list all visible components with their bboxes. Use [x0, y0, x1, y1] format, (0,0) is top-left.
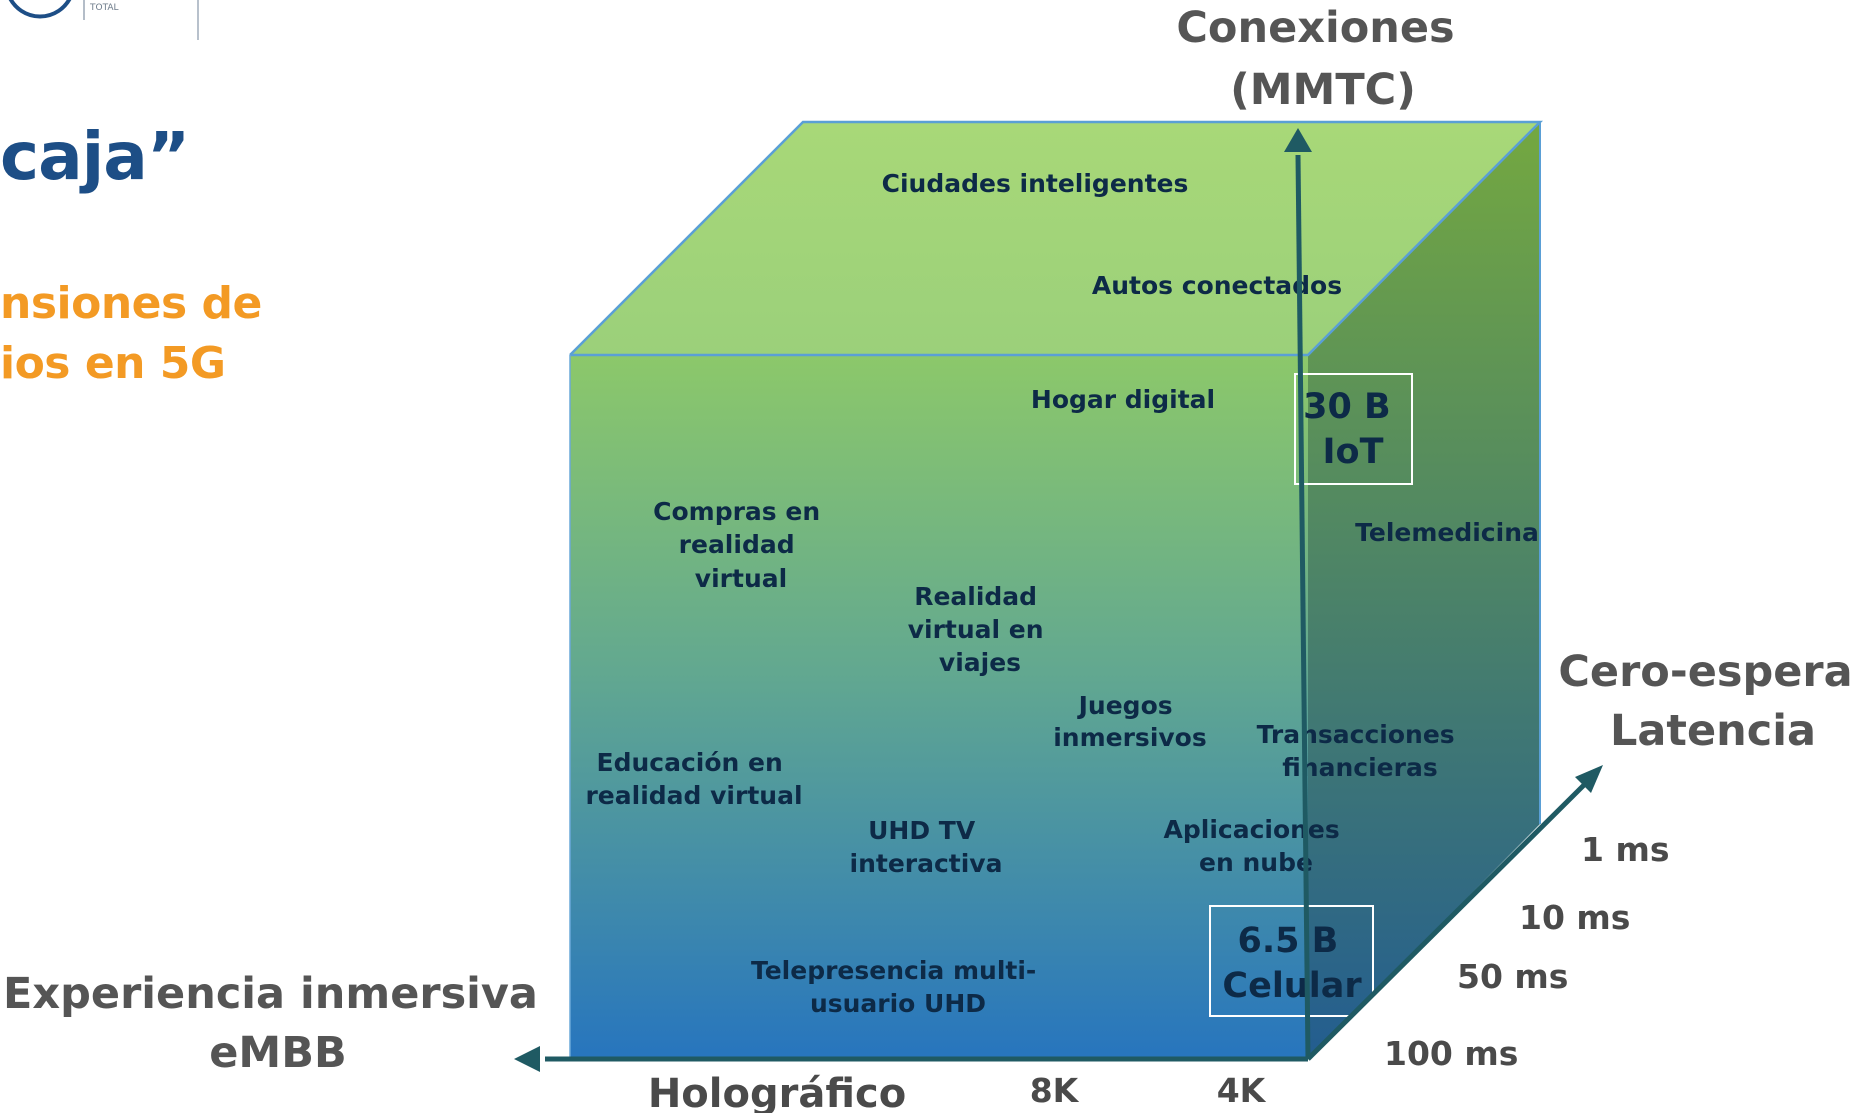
label-compras-rv: Compras en realidad virtual [653, 497, 829, 593]
latency-tick-100ms: 100 ms [1384, 1034, 1518, 1073]
latency-axis-title: Cero-espera Latencia [1558, 647, 1865, 756]
immersive-axis-arrowhead [514, 1046, 540, 1072]
cellular-label-line2: Celular [1222, 966, 1362, 1006]
label-rv-viajes-line1: Realidad [914, 582, 1037, 611]
latency-axis-line [1306, 782, 1587, 1061]
label-juegos-line2: inmersivos [1053, 723, 1207, 752]
logo: TOTAL [0, 0, 200, 40]
cellular-label-line1: 6.5 B [1237, 921, 1338, 961]
latency-tick-1ms: 1 ms [1581, 830, 1669, 869]
label-compras-line3: virtual [695, 564, 787, 593]
label-educacion-line2: realidad virtual [585, 781, 802, 810]
label-rv-viajes-line3: viajes [939, 648, 1021, 677]
latency-axis-arrowhead [1575, 765, 1603, 793]
logo-arc [8, 0, 72, 19]
label-uhd-tv-line1: UHD TV [868, 816, 976, 845]
cube-side-face [1308, 122, 1540, 1059]
connections-title-line2: (MMTC) [1230, 65, 1416, 115]
label-educacion-line1: Educación en [597, 748, 783, 777]
label-transacciones-financieras: Transacciones financieras [1257, 720, 1464, 782]
label-juegos-inmersivos: Juegos inmersivos [1053, 691, 1207, 752]
label-aplicaciones-nube: Aplicaciones en nube [1164, 815, 1349, 877]
page-subtitle-line2: ios en 5G [0, 338, 226, 389]
label-hogar-digital: Hogar digital [1031, 385, 1215, 414]
immersive-title-line2: eMBB [209, 1028, 347, 1078]
resolution-tick-4k: 4K [1217, 1071, 1267, 1110]
label-telepresencia-line2: usuario UHD [810, 989, 986, 1018]
logo-text: TOTAL [89, 3, 119, 13]
label-uhd-tv: UHD TV interactiva [850, 816, 1003, 878]
label-transacciones-line2: financieras [1282, 753, 1437, 782]
label-aplicaciones-line2: en nube [1199, 848, 1313, 877]
label-telepresencia: Telepresencia multi- usuario UHD [751, 956, 1045, 1018]
label-juegos-line1: Juegos [1077, 691, 1173, 720]
label-educacion-rv: Educación en realidad virtual [585, 748, 802, 810]
latency-title-line1: Cero-espera [1558, 647, 1852, 697]
iot-label: 30 B IoT [1303, 387, 1403, 472]
label-rv-viajes-line2: virtual en [908, 615, 1044, 644]
label-telemedicina: Telemedicina [1355, 518, 1539, 547]
label-autos-conectados: Autos conectados [1092, 271, 1342, 300]
label-rv-viajes: Realidad virtual en viajes [908, 582, 1053, 677]
connections-axis-title: Conexiones (MMTC) [1176, 3, 1469, 115]
iot-label-line2: IoT [1323, 432, 1384, 472]
label-compras-line1: Compras en [653, 497, 820, 526]
connections-axis-line [1295, 154, 1311, 1060]
iot-label-line1: 30 B [1303, 387, 1391, 427]
latency-tick-10ms: 10 ms [1519, 898, 1630, 937]
connections-axis-arrowhead [1284, 128, 1312, 152]
label-uhd-tv-line2: interactiva [850, 849, 1003, 878]
iot-box [1294, 373, 1413, 485]
cube-front-face [570, 355, 1308, 1059]
cellular-label: 6.5 B Celular [1222, 921, 1362, 1006]
immersive-title-line1: Experiencia inmersiva [3, 969, 538, 1019]
latency-tick-50ms: 50 ms [1457, 957, 1568, 996]
page-subtitle-line1: nsiones de [0, 278, 262, 329]
page-title: caja” [0, 118, 190, 195]
latency-title-line2: Latencia [1610, 706, 1816, 756]
connections-title-line1: Conexiones [1176, 3, 1454, 53]
resolution-tick-8k: 8K [1030, 1071, 1080, 1110]
label-telepresencia-line1: Telepresencia multi- [751, 956, 1036, 985]
label-compras-line2: realidad [679, 530, 795, 559]
immersive-axis-title: Experiencia inmersiva eMBB [3, 969, 553, 1078]
cellular-box [1209, 905, 1374, 1017]
label-ciudades-inteligentes: Ciudades inteligentes [882, 169, 1189, 198]
label-transacciones-line1: Transacciones [1257, 720, 1455, 749]
resolution-tick-holografico: Holográfico [648, 1071, 906, 1113]
label-aplicaciones-line1: Aplicaciones [1164, 815, 1340, 844]
